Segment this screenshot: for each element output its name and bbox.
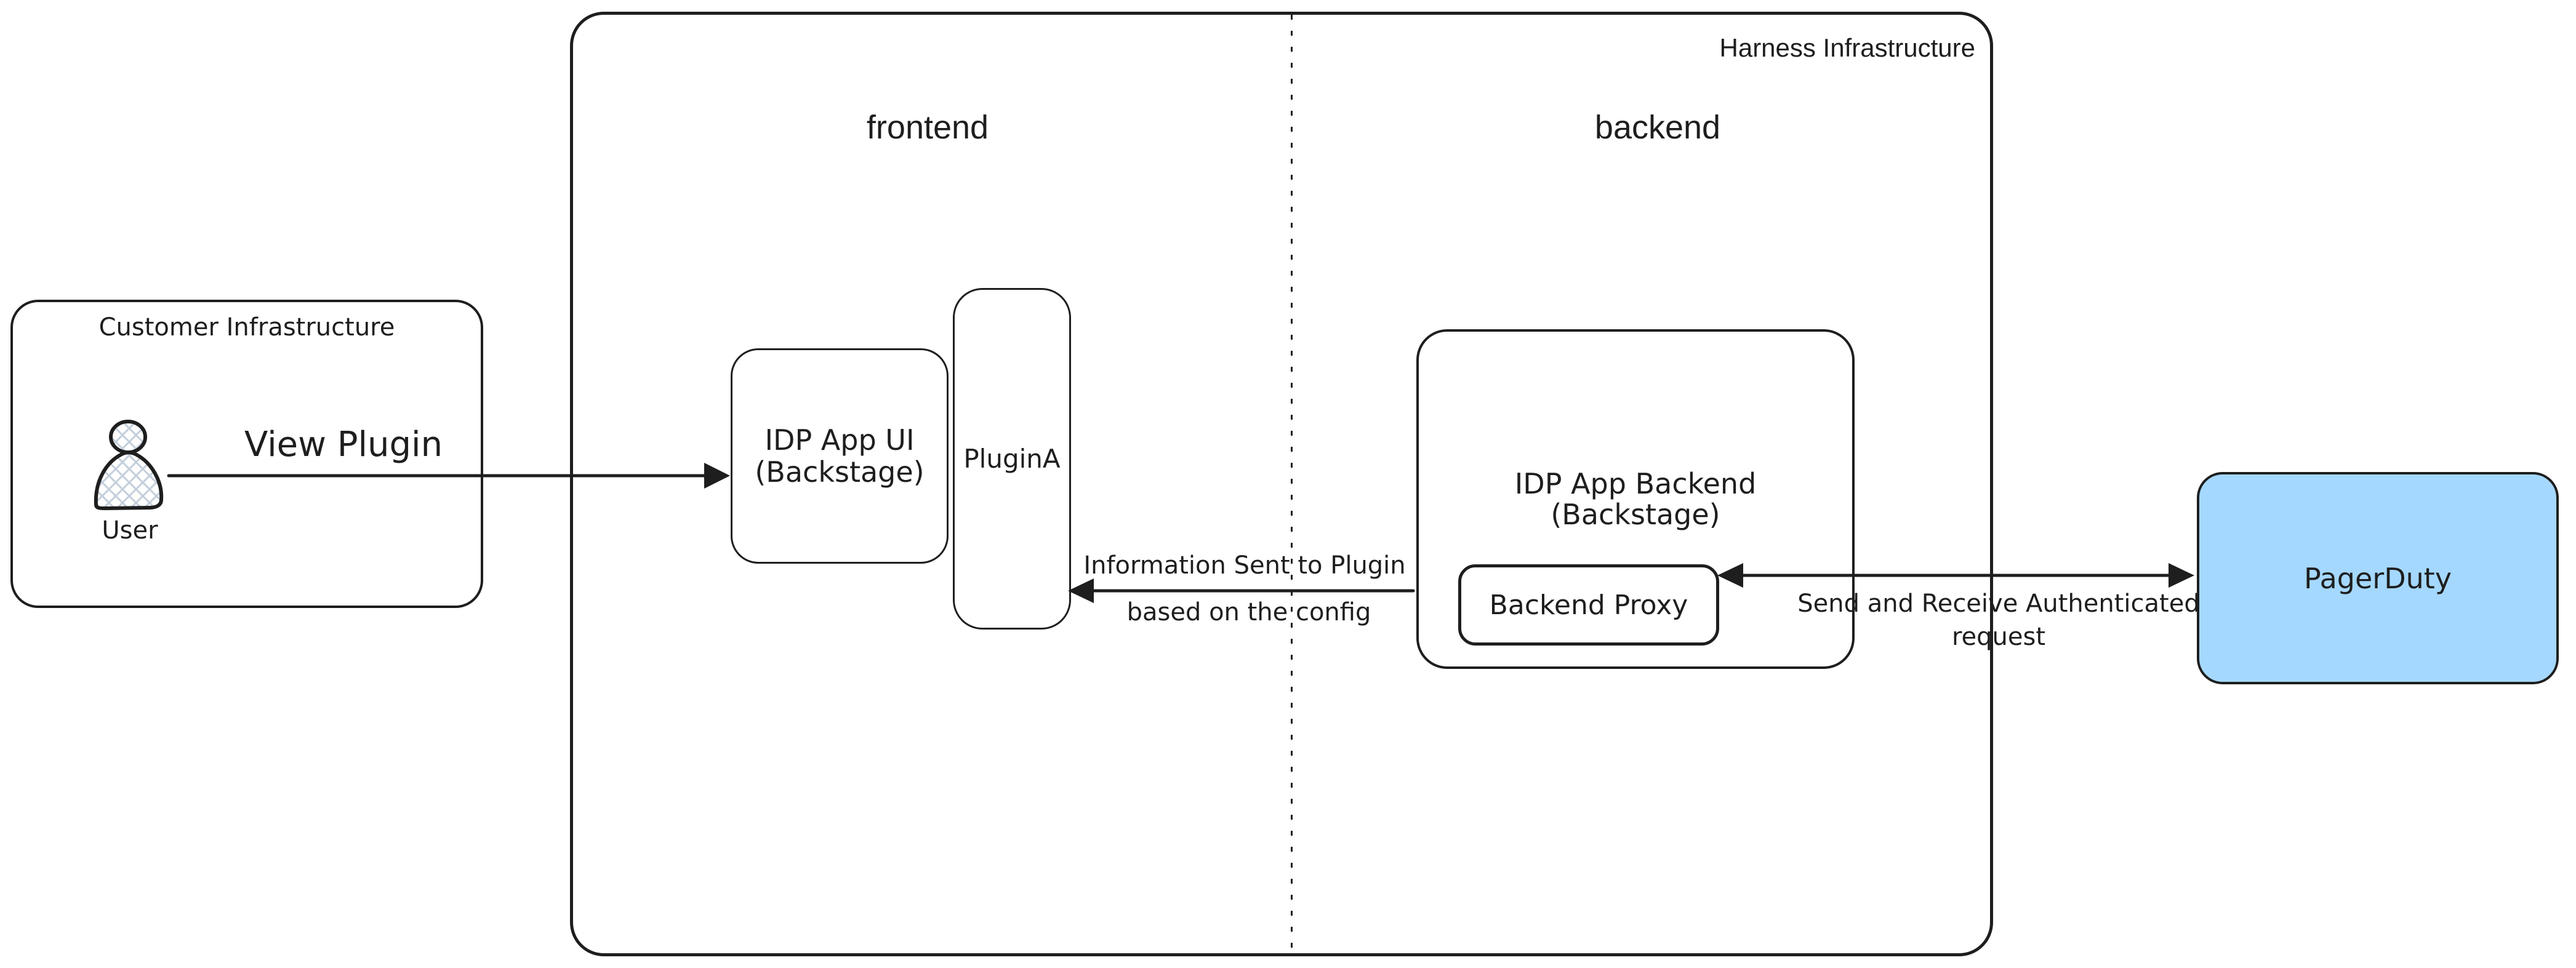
view-plugin-edge-label: View Plugin	[244, 425, 443, 465]
harness-infrastructure-label: Harness Infrastructure	[1719, 33, 1976, 62]
frontend-backend-divider	[1291, 15, 1293, 953]
user-label: User	[102, 516, 158, 545]
pagerduty-label: PagerDuty	[2303, 561, 2452, 595]
node-idp-app-ui: IDP App UI (Backstage)	[731, 348, 949, 564]
auth-request-edge-label-line1: Send and Receive Authenticated	[1797, 590, 2200, 618]
plugin-a-label: PluginA	[963, 444, 1061, 474]
backend-proxy-label: Backend Proxy	[1489, 589, 1688, 621]
idp-app-backend-label-line2: (Backstage)	[1551, 498, 1720, 531]
group-harness-infrastructure: Harness Infrastructure frontend backend …	[570, 12, 1993, 956]
customer-infrastructure-label: Customer Infrastructure	[98, 313, 395, 342]
backend-section-label: backend	[1594, 109, 1721, 146]
node-idp-app-backend: IDP App Backend (Backstage) Backend Prox…	[1416, 329, 1855, 669]
idp-app-ui-label-line1: IDP App UI	[764, 423, 915, 457]
node-backend-proxy: Backend Proxy	[1458, 564, 1719, 646]
user-icon	[94, 420, 164, 510]
info-to-plugin-edge-label-line2: based on the config	[1126, 598, 1371, 626]
idp-app-backend-label-line1: IDP App Backend	[1514, 467, 1757, 500]
idp-app-backend-label: IDP App Backend (Backstage)	[1515, 468, 1757, 530]
idp-app-ui-label: IDP App UI (Backstage)	[755, 424, 924, 488]
frontend-section-label: frontend	[866, 109, 989, 146]
node-pagerduty: PagerDuty	[2197, 472, 2559, 684]
auth-request-edge-label-line2: request	[1951, 623, 2046, 651]
group-customer-infrastructure: Customer Infrastructure User	[10, 300, 483, 608]
idp-app-ui-label-line2: (Backstage)	[755, 455, 925, 489]
info-to-plugin-edge-label-line1: Information Sent to Plugin	[1083, 551, 1406, 580]
node-plugin-a: PluginA	[953, 288, 1071, 630]
